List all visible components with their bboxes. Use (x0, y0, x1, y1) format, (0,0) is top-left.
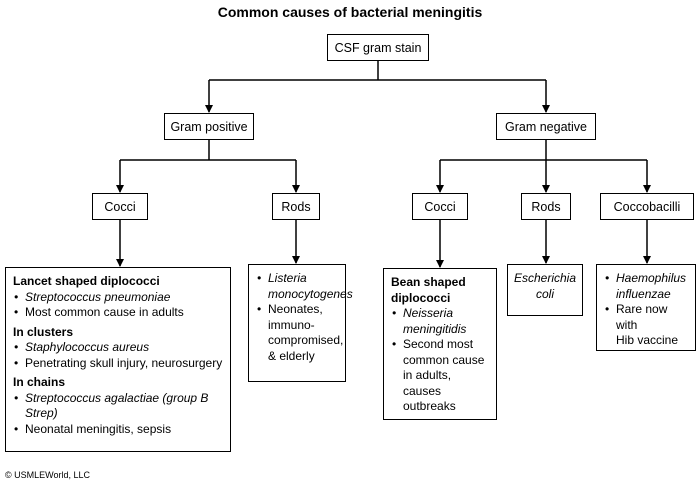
detail-gn-rods: Escherichia coli (507, 264, 583, 316)
node-gp-cocci-label: Cocci (104, 199, 136, 214)
gn-cocci-heading-line2: diplococci (391, 290, 451, 305)
gn-coccobacilli-organism-line1: Haemophilus (616, 271, 687, 285)
diagram-title: Common causes of bacterial meningitis (217, 4, 483, 20)
gp-cocci-group-3-organism: Streptococcus agalactiae (group B Strep) (13, 391, 223, 422)
gn-coccobacilli-list: Haemophilus influenzae Rare now with Hib… (604, 271, 688, 349)
gn-coccobacilli-note-line2: Hib vaccine (616, 333, 679, 347)
node-gn-rods: Rods (521, 193, 571, 220)
gn-cocci-heading-line1: Bean shaped (391, 275, 466, 289)
copyright-credit: © USMLEWorld, LLC (5, 470, 90, 480)
gn-cocci-note-line1: Second most (403, 337, 474, 351)
node-gn-cocci: Cocci (412, 193, 468, 220)
gn-cocci-note: Second most common cause in adults, caus… (391, 337, 489, 415)
node-gp-cocci: Cocci (92, 193, 148, 220)
gn-coccobacilli-note-line1: Rare now with (616, 302, 668, 332)
gp-cocci-group-1-list: Streptococcus pneumoniae Most common cau… (13, 290, 223, 321)
gn-coccobacilli-organism-line2: influenzae (616, 286, 671, 301)
node-csf-gram-stain-label: CSF gram stain (334, 40, 422, 55)
node-gram-negative: Gram negative (496, 113, 596, 140)
gn-cocci-list: Neisseria meningitidis Second most commo… (391, 306, 489, 415)
gp-rods-note-line3: compromised, (268, 333, 344, 347)
gn-cocci-organism: Neisseria meningitidis (391, 306, 489, 337)
node-gram-positive: Gram positive (164, 113, 254, 140)
gp-rods-organism-line2: monocytogenes (268, 286, 353, 301)
node-gn-rods-label: Rods (531, 199, 561, 214)
gn-cocci-heading: Bean shaped diplococci (391, 275, 489, 306)
node-gp-rods: Rods (272, 193, 320, 220)
gp-cocci-group-2-note: Penetrating skull injury, neurosurgery (13, 356, 223, 372)
node-gn-coccobacilli-label: Coccobacilli (613, 199, 681, 214)
detail-gn-coccobacilli: Haemophilus influenzae Rare now with Hib… (596, 264, 696, 351)
gn-rods-organism-line1: Escherichia (513, 271, 577, 285)
node-gp-rods-label: Rods (281, 199, 311, 214)
gn-cocci-organism-line2: meningitidis (403, 321, 467, 336)
gp-cocci-group-3-list: Streptococcus agalactiae (group B Strep)… (13, 391, 223, 438)
gp-cocci-group-1-heading: Lancet shaped diplococci (13, 274, 160, 288)
gn-coccobacilli-note: Rare now with Hib vaccine (604, 302, 688, 349)
gp-rods-organism-line1: Listeria (268, 271, 307, 285)
node-gn-coccobacilli: Coccobacilli (600, 193, 694, 220)
gn-cocci-note-line3: in adults, causes (403, 368, 452, 398)
detail-gn-cocci: Bean shaped diplococci Neisseria meningi… (383, 268, 497, 420)
detail-gp-rods: Listeria monocytogenes Neonates, immuno-… (248, 264, 353, 382)
gp-cocci-group-3-heading: In chains (13, 375, 66, 389)
gp-cocci-group-2-heading: In clusters (13, 324, 74, 339)
gp-rods-note-line1: Neonates, (268, 302, 323, 316)
gp-cocci-group-1-organism: Streptococcus pneumoniae (13, 290, 223, 306)
gp-rods-note-line4: & elderly (268, 348, 315, 363)
gp-rods-note: Neonates, immuno- compromised, & elderly (256, 302, 343, 364)
gp-cocci-group-1-note: Most common cause in adults (13, 305, 223, 321)
node-gram-positive-label: Gram positive (170, 119, 248, 134)
gn-coccobacilli-organism: Haemophilus influenzae (604, 271, 688, 302)
gp-rods-organism: Listeria monocytogenes (256, 271, 353, 302)
gp-cocci-group-2-organism: Staphylococcus aureus (13, 340, 223, 356)
gn-cocci-organism-line1: Neisseria (403, 306, 454, 320)
gn-cocci-note-line2: common cause (403, 352, 485, 367)
gp-cocci-group-2-list: Staphylococcus aureus Penetrating skull … (13, 340, 223, 371)
gn-rods-organism-line2: coli (535, 286, 554, 301)
gp-rods-note-line2: immuno- (268, 317, 315, 332)
node-gn-cocci-label: Cocci (424, 199, 456, 214)
gp-cocci-group-3-note: Neonatal meningitis, sepsis (13, 422, 223, 438)
node-csf-gram-stain: CSF gram stain (327, 34, 429, 61)
gp-rods-list: Listeria monocytogenes Neonates, immuno-… (256, 271, 353, 364)
node-gram-negative-label: Gram negative (505, 119, 587, 134)
gn-cocci-note-line4: outbreaks (403, 399, 456, 413)
detail-gp-cocci: Lancet shaped diplococci Streptococcus p… (5, 267, 231, 452)
